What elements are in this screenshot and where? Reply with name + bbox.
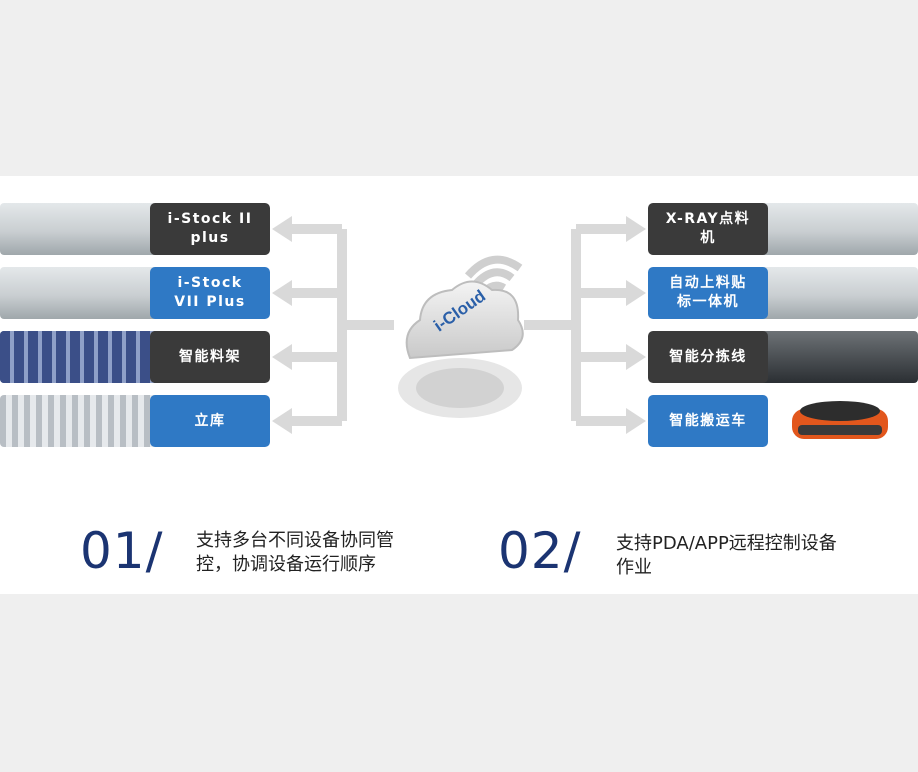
device-card-istock-2-plus[interactable]: i-Stock II plus [0, 203, 270, 255]
device-label: i-Stock VII Plus [150, 267, 270, 319]
device-image [758, 395, 918, 447]
feature-text-line: 支持PDA/APP远程控制设备 [616, 533, 837, 554]
feature-text: 支持PDA/APP远程控制设备 作业 [616, 532, 837, 580]
device-image [0, 203, 160, 255]
device-label: 智能分拣线 [648, 331, 768, 383]
device-image [758, 267, 918, 319]
device-card-xray-counter[interactable]: X-RAY点料 机 [648, 203, 918, 255]
device-image [0, 267, 160, 319]
device-image [0, 395, 160, 447]
device-label: X-RAY点料 机 [648, 203, 768, 255]
device-label: i-Stock II plus [150, 203, 270, 255]
device-label: 立库 [150, 395, 270, 447]
device-image [758, 203, 918, 255]
feature-text: 支持多台不同设备协同管 控，协调设备运行顺序 [196, 529, 394, 577]
feature-number: 01/ [80, 522, 164, 580]
device-label: 智能料架 [150, 331, 270, 383]
device-card-agv[interactable]: 智能搬运车 [648, 395, 918, 447]
device-label: 智能搬运车 [648, 395, 768, 447]
feature-text-line: 支持多台不同设备协同管 [196, 530, 394, 551]
device-card-warehouse[interactable]: 立库 [0, 395, 270, 447]
cloud-icon [398, 255, 524, 418]
device-card-istock-7-plus[interactable]: i-Stock VII Plus [0, 267, 270, 319]
feature-text-line: 控，协调设备运行顺序 [196, 554, 376, 575]
device-image [0, 331, 160, 383]
feature-text-line: 作业 [616, 557, 652, 578]
device-card-sorting-line[interactable]: 智能分拣线 [648, 331, 918, 383]
device-image [758, 331, 918, 383]
agv-robot-icon [792, 401, 888, 439]
feature-number: 02/ [498, 522, 582, 580]
device-card-smart-rack[interactable]: 智能料架 [0, 331, 270, 383]
device-label: 自动上料贴 标一体机 [648, 267, 768, 319]
device-card-auto-labeler[interactable]: 自动上料贴 标一体机 [648, 267, 918, 319]
